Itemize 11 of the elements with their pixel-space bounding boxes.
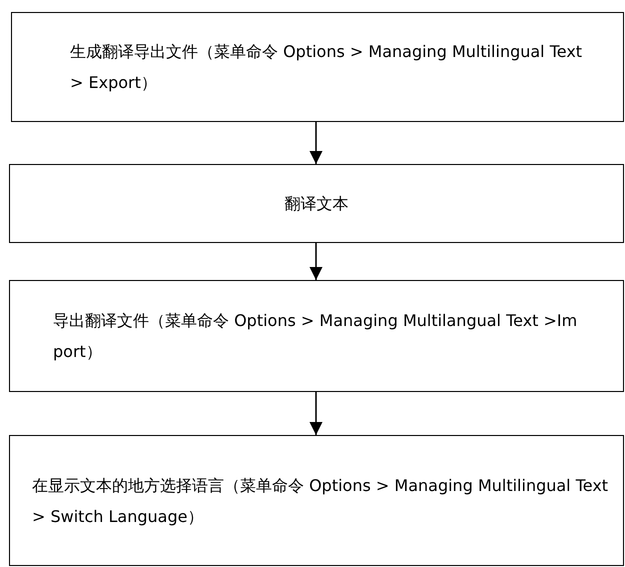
- step-text: 导出翻译文件（菜单命令 Options > Managing Multilangual Text >Import）: [53, 310, 578, 363]
- step-text: 在显示文本的地方选择语言（菜单命令 Options > Managing Multilingual Text > Switch Language）: [32, 474, 610, 528]
- arrow: [310, 243, 322, 280]
- step-text: 翻译文本: [284, 193, 348, 215]
- arrow: [310, 392, 322, 435]
- step-text: 生成翻译导出文件（菜单命令 Options > Managing Multilingual Text > Export）: [70, 41, 583, 94]
- process-box: [9, 280, 624, 392]
- process-box: [11, 12, 624, 122]
- arrow: [310, 122, 322, 164]
- process-box: [9, 164, 624, 243]
- process-box: [9, 435, 624, 566]
